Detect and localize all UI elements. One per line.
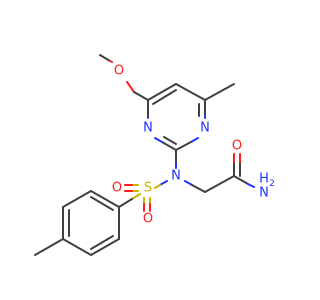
bond-s-aryl-s [131,193,141,200]
atom-nh2-n: N [259,186,269,201]
molecule-diagram: O N N N S O O O N H 2 [34,54,275,256]
bond-ncentral-s-n [159,180,168,186]
bond-carbonyl-nh2-n [247,183,255,188]
bond-c2-n3-c [161,141,177,151]
atom-s: S [144,181,152,196]
atom-o-methoxy: O [114,64,124,79]
bond-c4-c5-double [152,89,177,105]
bond-o-ring [126,81,135,93]
bond-ar-2-3 [62,190,92,208]
bond-carbonyl-nh2-c [233,175,249,185]
bond-ar-1-2-inner [90,196,114,211]
bond-ar-5-6 [90,238,120,256]
bond-o-methyl-half [109,60,113,63]
bond-c4-c5 [147,83,177,101]
bond-ar-methyl [34,238,64,256]
bond-n1-c2-c [175,141,192,151]
atom-n-central: N [171,169,181,184]
bond-ar-1-2 [90,190,120,208]
bond-ncentral-ch2-c [191,184,206,193]
bond-ar-4-5 [62,238,92,256]
bond-ncentral-s-s [154,184,161,189]
molecule-structure: O N N N S O O O N H 2 [34,54,275,256]
bond-c2-n3-c-double [163,136,177,145]
atom-o-amide: O [232,139,242,154]
atom-nh2-h: H [259,172,269,187]
bond-methyl-o [99,54,111,62]
bond-ch2-carbonyl [204,175,235,193]
bond-c6-methyl [204,83,235,101]
bond-c5-c6 [175,83,206,101]
bond-o-ring-c [133,91,149,101]
atom-n-ring-right: N [200,121,210,136]
atom-o-s-left: O [112,181,122,196]
atom-o-s-bottom: O [143,212,153,227]
bond-ncentral-ch2-n [184,180,193,186]
bond-c2-n3-n [154,137,163,143]
atom-n-ring-left: N [143,121,153,136]
atom-nh2-subscript: 2 [269,179,275,189]
bond-s-aryl-c [118,198,133,208]
bond-ar-5-6-inner [90,235,114,250]
bond-n1-c2-n [190,137,199,143]
